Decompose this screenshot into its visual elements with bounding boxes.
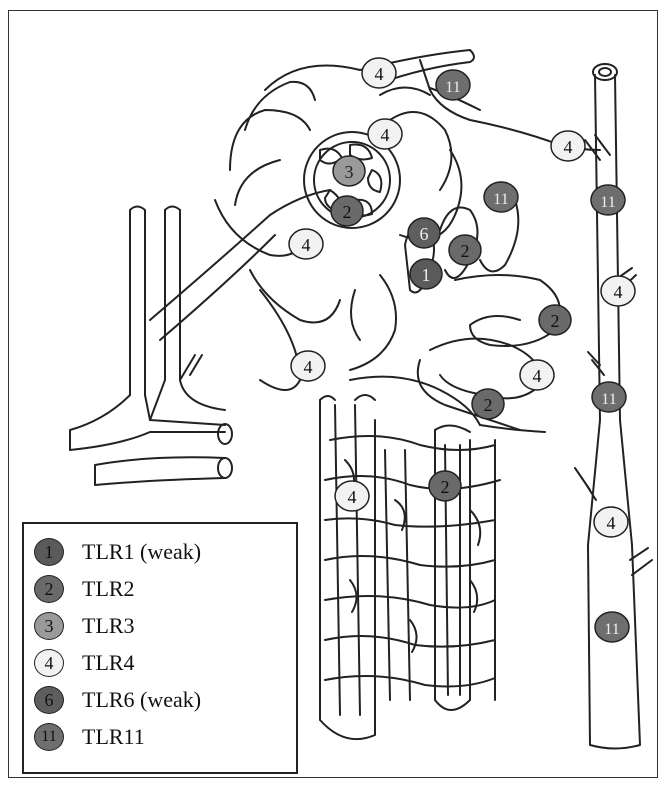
- legend-label: TLR1 (weak): [82, 539, 201, 565]
- tlr3-swatch-icon: 3: [34, 612, 64, 640]
- marker-label: 2: [461, 241, 470, 261]
- marker-label: 11: [445, 79, 460, 96]
- tlr-markers: 4 11 4 3 2 4 11 11: [289, 58, 635, 642]
- tlr1-marker: 1: [410, 259, 442, 289]
- marker-label: 4: [304, 357, 313, 377]
- tlr4-marker: 4: [362, 58, 396, 88]
- tlr11-marker: 11: [484, 182, 518, 212]
- legend-item-tlr4: 4 TLR4: [34, 649, 294, 679]
- tlr11-marker: 11: [595, 612, 629, 642]
- tlr4-swatch-icon: 4: [34, 649, 64, 677]
- legend-label: TLR3: [82, 613, 135, 639]
- legend: 1 TLR1 (weak) 2 TLR2 3 TLR3 4 TLR4 6 TLR…: [22, 522, 298, 774]
- tlr2-marker: 2: [331, 196, 363, 226]
- marker-label: 2: [551, 311, 560, 331]
- tlr4-marker: 4: [289, 229, 323, 259]
- marker-label: 11: [601, 391, 616, 408]
- tlr2-marker: 2: [429, 471, 461, 501]
- legend-label: TLR11: [82, 724, 145, 750]
- legend-label: TLR4: [82, 650, 135, 676]
- marker-label: 4: [564, 137, 573, 157]
- tlr11-marker: 11: [592, 382, 626, 412]
- marker-label: 2: [484, 395, 493, 415]
- peritubular-capillaries: [150, 50, 600, 390]
- tlr11-marker: 11: [591, 185, 625, 215]
- tlr3-marker: 3: [333, 156, 365, 186]
- tlr4-marker: 4: [291, 351, 325, 381]
- marker-label: 11: [604, 621, 619, 638]
- marker-label: 6: [420, 224, 429, 244]
- marker-label: 11: [600, 194, 615, 211]
- tlr11-swatch-icon: 11: [34, 723, 64, 751]
- marker-label: 4: [614, 282, 623, 302]
- marker-label: 4: [607, 513, 616, 533]
- marker-label: 2: [343, 202, 352, 222]
- tlr2-marker: 2: [539, 305, 571, 335]
- tlr2-marker: 2: [472, 389, 504, 419]
- marker-label: 4: [302, 235, 311, 255]
- tlr4-marker: 4: [601, 276, 635, 306]
- marker-label: 2: [441, 477, 450, 497]
- legend-item-tlr2: 2 TLR2: [34, 575, 294, 605]
- marker-label: 4: [348, 487, 357, 507]
- legend-label: TLR6 (weak): [82, 687, 201, 713]
- legend-item-tlr11: 11 TLR11: [34, 723, 294, 753]
- tlr4-marker: 4: [551, 131, 585, 161]
- legend-label: TLR2: [82, 576, 135, 602]
- legend-item-tlr1: 1 TLR1 (weak): [34, 538, 294, 568]
- marker-label: 3: [345, 162, 354, 182]
- tlr6-marker: 6: [408, 218, 440, 248]
- marker-label: 1: [422, 265, 431, 285]
- legend-item-tlr3: 3 TLR3: [34, 612, 294, 642]
- marker-label: 4: [381, 125, 390, 145]
- marker-label: 4: [533, 366, 542, 386]
- tlr2-marker: 2: [449, 235, 481, 265]
- tlr4-marker: 4: [335, 481, 369, 511]
- tlr1-swatch-icon: 1: [34, 538, 64, 566]
- tlr4-marker: 4: [520, 360, 554, 390]
- tlr6-swatch-icon: 6: [34, 686, 64, 714]
- legend-item-tlr6: 6 TLR6 (weak): [34, 686, 294, 716]
- tlr4-marker: 4: [594, 507, 628, 537]
- marker-label: 4: [375, 64, 384, 84]
- proximal-convoluted-tubule: [350, 190, 560, 430]
- marker-label: 11: [493, 191, 508, 208]
- tlr2-swatch-icon: 2: [34, 575, 64, 603]
- tlr11-marker: 11: [436, 70, 470, 100]
- tlr4-marker: 4: [368, 119, 402, 149]
- renal-vessels-left: [70, 207, 232, 486]
